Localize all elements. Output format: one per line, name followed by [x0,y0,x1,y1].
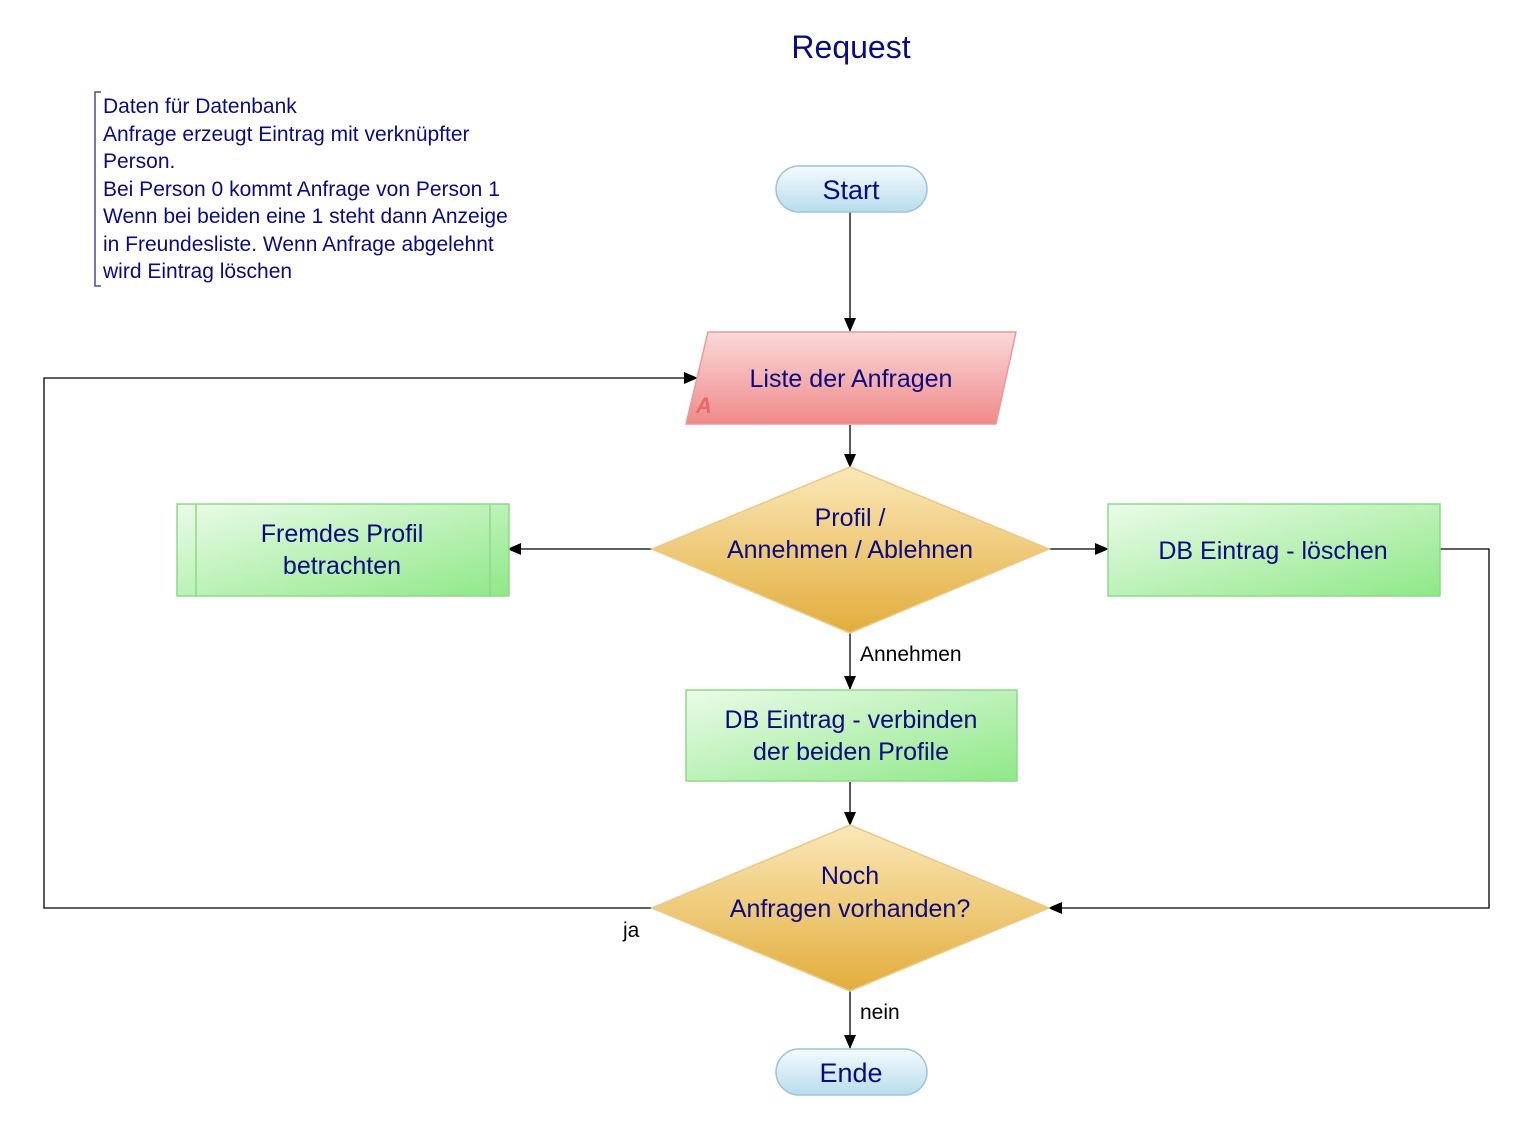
start-label: Start [822,175,880,205]
note-line: in Freundesliste. Wenn Anfrage abgelehnt [103,232,494,256]
loeschen-node: DB Eintrag - löschen [1107,503,1441,597]
start-node: Start [775,165,928,213]
verbinden-node: DB Eintrag - verbinden der beiden Profil… [685,689,1018,782]
verbinden-line2: der beiden Profile [753,738,949,766]
note-line: Daten für Datenbank [103,95,297,118]
edge-label-nein: nein [860,1001,900,1024]
fremdes-profil-line1: Fremdes Profil [261,520,424,548]
note-block: Daten für Datenbank Anfrage erzeugt Eint… [103,93,573,286]
diagram-title: Request [791,29,910,65]
liste-node: Liste der Anfragen A [685,331,1017,425]
note-line: Bei Person 0 kommt Anfrage von Person 1 [103,177,500,201]
decision-anfragen-node: Noch Anfragen vorhanden? [650,824,1051,992]
decision-profil-line1: Profil / [815,504,886,532]
liste-label: Liste der Anfragen [750,365,953,393]
edge-label-ja: ja [622,919,640,942]
fremdes-profil-node: Fremdes Profil betrachten [176,503,510,597]
edge-label-annehmen: Annehmen [860,643,962,666]
verbinden-line1: DB Eintrag - verbinden [725,706,978,734]
connector-marker-a: A [695,393,712,418]
decision-anfragen-line1: Noch [821,862,879,890]
connector-lines [43,212,1490,1049]
ende-label: Ende [819,1058,882,1088]
note-line: Wenn bei beiden eine 1 steht dann Anzeig… [103,205,508,228]
decision-profil-line2: Annehmen / Ablehnen [727,536,973,564]
edge-loeschen-to-decision2 [1048,548,1490,914]
ende-node: Ende [775,1048,928,1096]
note-line: Person. [103,150,176,173]
decision-profil-node: Profil / Annehmen / Ablehnen [650,466,1051,634]
edge-decision2-ja-to-liste [43,372,698,909]
decision-anfragen-line2: Anfragen vorhanden? [730,895,970,923]
note-bracket [94,91,101,287]
note-line: wird Eintrag löschen [103,260,293,283]
loeschen-label: DB Eintrag - löschen [1158,537,1387,565]
fremdes-profil-line2: betrachten [283,552,401,580]
note-line: Anfrage erzeugt Eintrag mit verknüpfter [103,122,470,146]
